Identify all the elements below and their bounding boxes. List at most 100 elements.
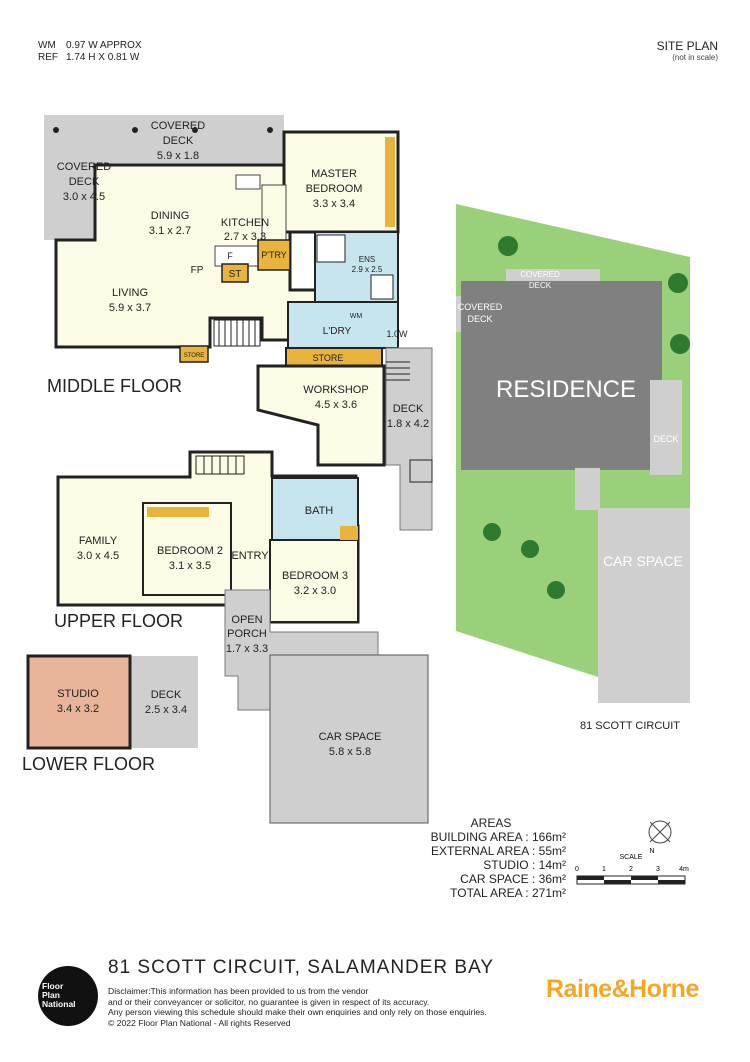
measurement-notes: WM 0.97 W APPROX REF 1.74 H X 0.81 W [38,40,142,64]
master-name: MASTER [311,168,357,180]
disclaimer-line-3: Any person viewing this schedule should … [108,1007,487,1017]
covered-deck-top-name2: DECK [163,135,194,147]
site-plan-title-block: SITE PLAN (not in scale) [657,39,718,62]
ref-value: 1.74 H X 0.81 W [66,52,140,63]
site-address-label: 81 SCOTT CIRCUIT [580,720,680,732]
dining-size: 3.1 x 2.7 [149,225,191,237]
scale-tick-4: 4m [679,866,689,873]
residence-label: RESIDENCE [496,376,636,403]
studio-name: STUDIO [57,688,99,700]
areas-row: TOTAL AREA : 271m² [396,886,566,900]
lower-deck [130,656,198,748]
laundry-label: L'DRY [323,326,352,337]
area-label: CAR SPACE : [460,872,536,886]
lower-floor-title: LOWER FLOOR [22,754,155,774]
area-label: TOTAL AREA : [450,886,529,900]
car-space-name: CAR SPACE [319,731,382,743]
area-label: BUILDING AREA : [430,830,529,844]
area-label: STUDIO : [483,858,536,872]
living-name: LIVING [112,287,148,299]
bedroom-2 [142,502,232,596]
scale-tick-1: 1 [602,866,606,873]
scale-label: SCALE [620,854,643,861]
studio-size: 3.4 x 3.2 [57,703,99,715]
kitchen-size: 2.7 x 3.3 [224,231,266,243]
store-label: STORE [313,353,344,363]
deck-middle-size: 1.8 x 4.2 [387,418,429,430]
logo-line-1: Floor [42,981,64,991]
site-car-space [598,508,690,703]
open-porch-name: OPEN [231,614,262,626]
covered-deck-top [44,115,284,240]
deck-lower-size: 2.5 x 3.4 [145,704,187,716]
bedroom-3 [269,539,359,623]
raine-horne-logo: Raine&Horne [546,975,699,1003]
residence [461,281,662,470]
site-plan-note: (not in scale) [672,53,718,62]
ref-label: REF [38,52,58,63]
st-label: ST [229,269,242,280]
room-labels: COVERED DECK 5.9 x 1.8 COVERED DECK 3.0 … [57,120,429,758]
lower-floor [26,654,198,750]
site-covered-deck-a-name2: DECK [529,281,552,290]
logo-line-2: Plan [42,990,60,1000]
bedroom2-name: BEDROOM 2 [157,545,223,557]
site-covered-deck-b-name: COVERED [458,302,503,312]
car-space-size: 5.8 x 5.8 [329,746,371,758]
disclaimer-line-2: and or their conveyancer or solicitor, n… [108,996,430,1007]
site-covered-deck-b-name2: DECK [467,314,492,324]
workshop-name: WORKSHOP [303,384,368,396]
area-value: 14m² [538,858,566,872]
upper-floor [56,450,429,824]
area-label: EXTERNAL AREA : [431,844,536,858]
ens-size: 2.9 x 2.5 [352,265,383,274]
middle-floor [44,115,433,531]
areas-row: EXTERNAL AREA : 55m² [396,844,566,858]
scale-tick-3: 3 [656,866,660,873]
wm-label: WM [38,40,56,51]
compass [648,820,672,844]
deck-lower-name: DECK [151,689,182,701]
bath-label: BATH [305,505,334,517]
scale-bar [576,875,686,885]
covered-deck-top-name: COVERED [151,120,205,132]
studio [26,654,132,750]
site-car-space-label: CAR SPACE [603,553,683,569]
workshop-size: 4.5 x 3.6 [315,399,357,411]
areas-heading: AREAS [470,816,512,830]
north-label: N [649,848,654,855]
covered-deck-left-size: 3.0 x 4.5 [63,191,105,203]
floor-plan-national-logo: Floor Plan National [38,966,98,1026]
wm-value: 0.97 W APPROX [66,40,142,51]
deck-middle-name: DECK [393,403,424,415]
pantry-label: P'TRY [261,250,287,260]
master-name2: BEDROOM [306,183,363,195]
area-value: 36m² [538,872,566,886]
st-cupboard [221,263,249,283]
car-space [269,654,429,824]
trees [483,236,690,599]
area-value: 271m² [531,886,566,900]
logo-line-3: National [42,999,76,1009]
covered-deck-left-name2: DECK [69,176,100,188]
property-address: 81 SCOTT CIRCUIT, SALAMANDER BAY [108,957,495,978]
bedroom3-name: BEDROOM 3 [282,570,348,582]
areas-row: BUILDING AREA : 166m² [396,830,566,844]
area-value: 55m² [538,844,566,858]
areas-row: CAR SPACE : 36m² [396,872,566,886]
master-bedroom [282,130,400,234]
wm-label: WM [350,313,363,320]
bedroom3-size: 3.2 x 3.0 [294,585,336,597]
small-store [179,345,209,363]
living-size: 5.9 x 3.7 [109,302,151,314]
site-deck-label: DECK [653,434,678,444]
family-size: 3.0 x 4.5 [77,550,119,562]
family-name: FAMILY [79,535,118,547]
disclaimer-line-4: © 2022 Floor Plan National - All rights … [108,1017,291,1028]
covered-deck-top-size: 5.9 x 1.8 [157,150,199,162]
scale-tick-2: 2 [629,866,633,873]
bedroom2-size: 3.1 x 3.5 [169,560,211,572]
master-size: 3.3 x 3.4 [313,198,355,210]
covered-deck-left-name: COVERED [57,161,111,173]
site-covered-deck-a-name: COVERED [520,270,560,279]
